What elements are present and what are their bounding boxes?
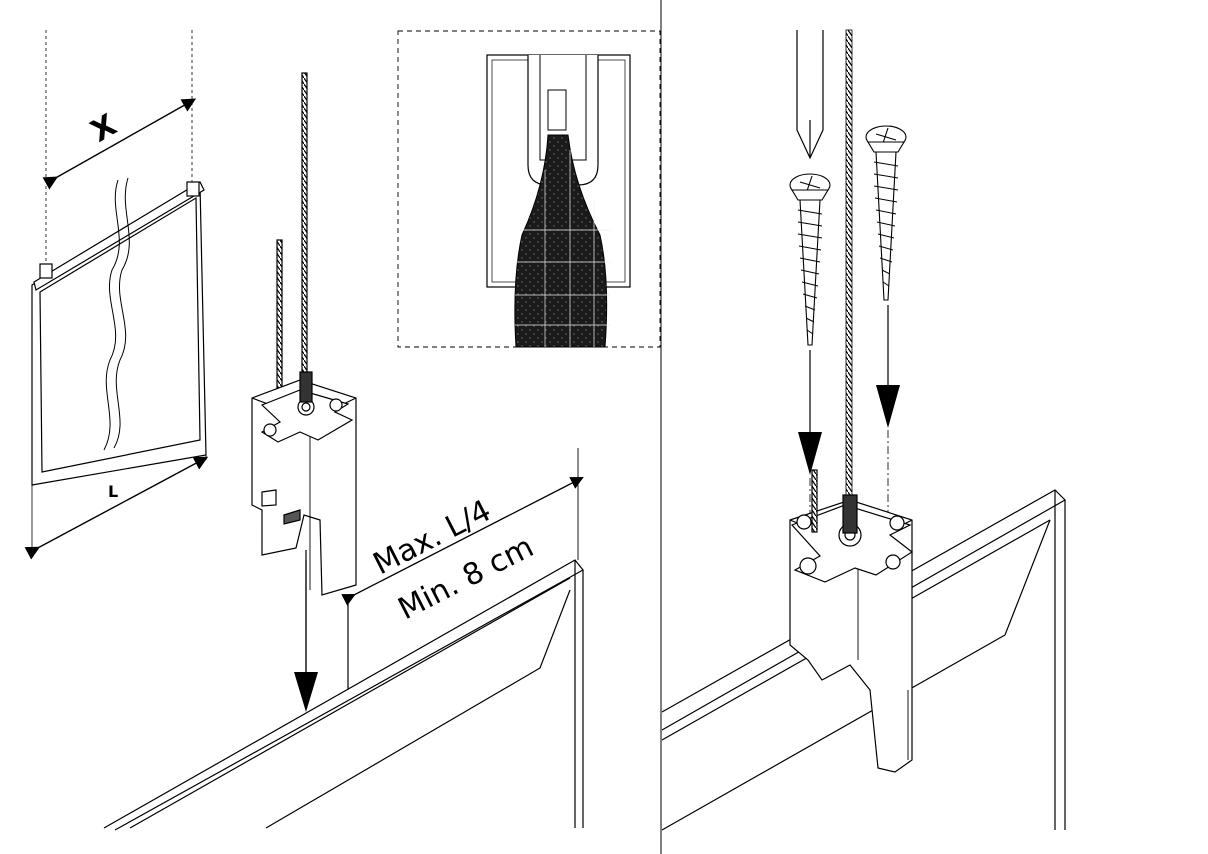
detail-inset <box>397 30 661 348</box>
max-dimension-arrow <box>341 477 584 606</box>
bracket-left <box>251 72 357 700</box>
cord-icon <box>301 72 308 394</box>
blind-sketch <box>31 30 207 555</box>
screw-icon <box>865 125 907 301</box>
x-dimension-arrow <box>42 98 197 190</box>
screw-icon <box>789 173 831 346</box>
cord-icon <box>845 29 853 511</box>
screwdriver-icon <box>796 30 824 160</box>
l-dimension-label: L <box>108 482 118 501</box>
l-dimension-arrow <box>24 456 209 560</box>
bracket-icon <box>789 469 914 773</box>
